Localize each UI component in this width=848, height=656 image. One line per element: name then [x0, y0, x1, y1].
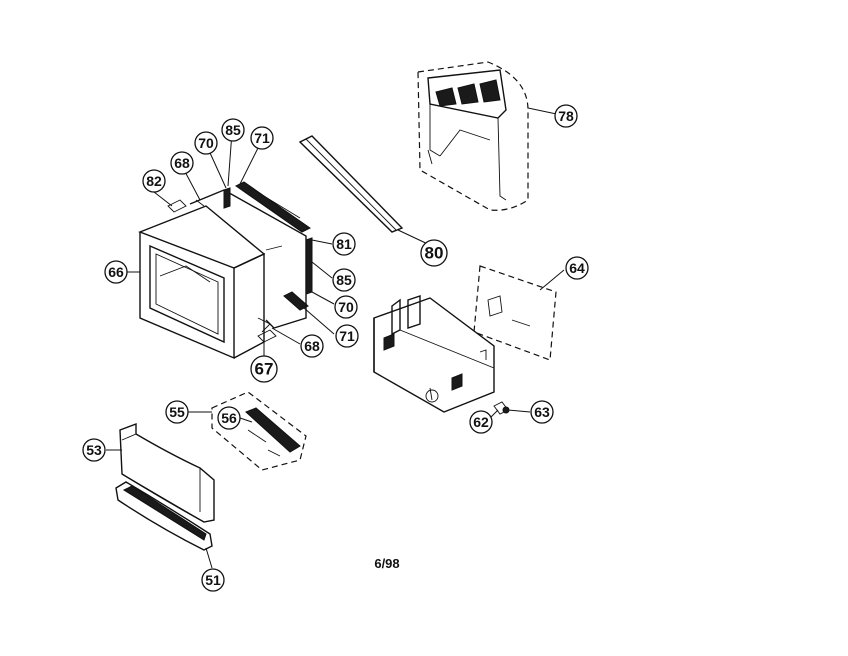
svg-text:67: 67	[255, 360, 274, 379]
svg-text:78: 78	[558, 108, 574, 124]
callout-68-top: 68	[170, 151, 194, 175]
part-51-grille	[115, 481, 213, 551]
callout-82: 82	[142, 169, 166, 193]
part-82-clip	[167, 199, 187, 213]
callout-85-bottom: 85	[332, 268, 356, 292]
svg-text:63: 63	[534, 404, 550, 420]
date-code: 6/98	[374, 556, 400, 571]
svg-text:70: 70	[198, 135, 214, 151]
svg-text:51: 51	[205, 572, 221, 588]
part-67-clip	[257, 329, 277, 343]
svg-text:64: 64	[569, 260, 585, 276]
svg-text:55: 55	[169, 404, 185, 420]
part-71-bracket	[235, 181, 311, 311]
callout-71-bottom: 71	[335, 324, 359, 348]
callout-71-top: 71	[250, 126, 274, 150]
part-66-front-cabinet	[138, 205, 266, 360]
svg-text:56: 56	[221, 410, 237, 426]
svg-text:82: 82	[146, 173, 162, 189]
svg-text:70: 70	[338, 299, 354, 315]
callout-56: 56	[217, 406, 241, 430]
part-80-panel	[298, 135, 404, 233]
svg-text:71: 71	[339, 328, 355, 344]
callout-70-top: 70	[194, 131, 218, 155]
svg-text:53: 53	[86, 442, 102, 458]
part-64-board	[473, 265, 557, 361]
callout-53: 53	[82, 438, 106, 462]
callout-67: 67	[250, 355, 278, 383]
callout-55: 55	[165, 400, 189, 424]
callout-85-top: 85	[221, 118, 245, 142]
svg-text:81: 81	[336, 236, 352, 252]
callout-66: 66	[104, 260, 128, 284]
chassis	[373, 295, 495, 413]
part-53-front-panel	[119, 422, 215, 523]
svg-text:68: 68	[174, 155, 190, 171]
part-78-rear-frame	[417, 61, 529, 211]
callout-78: 78	[554, 104, 578, 128]
svg-text:80: 80	[425, 244, 444, 263]
callout-64: 64	[565, 256, 589, 280]
callout-51: 51	[201, 568, 225, 592]
callout-81: 81	[332, 232, 356, 256]
svg-text:68: 68	[304, 338, 320, 354]
callout-70-bottom: 70	[334, 295, 358, 319]
callout-62: 62	[469, 410, 493, 434]
callout-63: 63	[530, 400, 554, 424]
svg-text:85: 85	[225, 122, 241, 138]
part-55-control-board	[211, 391, 307, 471]
svg-text:66: 66	[108, 264, 124, 280]
callout-80: 80	[420, 239, 448, 267]
callout-68-bottom: 68	[300, 334, 324, 358]
svg-text:85: 85	[336, 272, 352, 288]
svg-text:71: 71	[254, 130, 270, 146]
svg-text:62: 62	[473, 414, 489, 430]
